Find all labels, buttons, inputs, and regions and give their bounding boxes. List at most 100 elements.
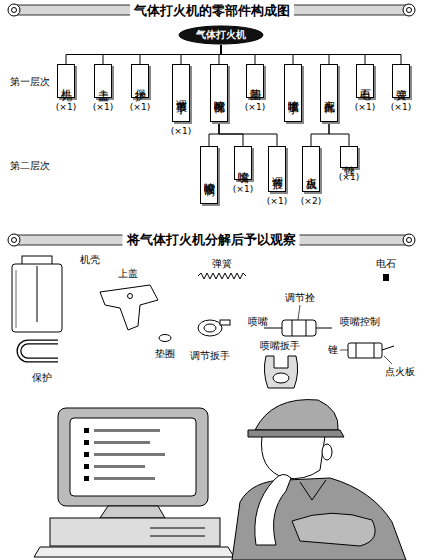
part-label: 喷嘴控制 [340,316,380,328]
oval-fill [179,26,263,44]
spring-drawing [198,273,246,279]
node-text: 保护 [133,80,147,82]
part-label: 点火板 [385,366,415,378]
man-collar [300,480,326,500]
node-text: 点火配件 [322,91,336,95]
casing-edge [16,270,17,328]
part-label: (×1) [339,172,359,182]
part-box: 点火板 [302,146,320,192]
banner-scroll [8,4,20,16]
part-box: 垫圈 [246,64,264,98]
monitor-stand [100,506,165,518]
banner-scroll [12,8,17,13]
part-label: (×1) [93,102,113,112]
leader-line [340,350,348,351]
part-label: 调节扳手 [190,350,230,362]
node-text: 上盖 [96,80,110,82]
node-text: 喷嘴控制 [202,173,216,177]
part-box: 喷嘴 [234,146,252,180]
cap-hole [128,294,133,299]
screen-bullet [84,452,89,457]
screen-bullet [84,428,89,433]
man-hand [255,474,291,545]
leader-line [384,356,392,364]
part-box: 弹簧 [392,64,410,98]
lever-tab [220,320,230,325]
part-label: 弹簧 [212,258,232,270]
part-box: 点火配件 [320,64,338,122]
part-label: 第一层次 [10,76,50,88]
cap-brim [248,430,344,437]
part-box: 保护 [131,64,149,98]
adjuster-drawing [282,320,316,336]
node-text: 垫圈 [248,80,262,82]
cap-drawing [100,285,158,330]
part-label: (×1) [56,102,76,112]
drive-slot [150,536,205,537]
node-text: 调节拴 [270,168,284,171]
keyboard [34,547,234,557]
part-box: 上盖 [94,64,112,98]
washer-drawing [159,335,171,342]
plate-drawing [382,346,394,350]
monitor [58,408,208,506]
tree-connector [181,45,221,64]
part-box: 喷嘴控制 [200,146,218,204]
nozzle-drawing [264,328,282,329]
banner-scroll [403,234,415,246]
banner-scroll [407,8,412,13]
lever-drawing [204,324,216,332]
lever-drawing [198,320,222,336]
node-text: 喷嘴扳手 [286,91,300,95]
tree-connector [219,122,277,146]
leader-line [298,305,300,320]
tree-connector [329,122,349,146]
part-label: 调节拴 [285,292,315,304]
part-label: (×1) [355,102,375,112]
part-label: (×1) [233,184,253,194]
node-text: 机壳 [59,80,73,82]
computer-case [50,518,220,546]
screen-bullet [84,464,89,469]
screen-bullet [84,440,89,445]
part-box: 调节拴 [268,146,286,192]
part-label: (×2) [301,196,321,206]
screen-line [94,453,165,456]
part-label: 锉 [328,344,338,356]
section-heading: 将气体打火机分解后予以观察 [123,233,300,248]
guard-drawing [19,342,58,360]
part-box: 锉 [340,146,358,168]
part-label: 垫圈 [155,348,175,360]
tree-connector [311,122,329,146]
node-text: 喷嘴配件 [212,91,226,95]
adjuster-ring [292,320,293,336]
tree-connector [221,45,401,64]
node-text: 点火板 [304,168,318,171]
root-oval: 气体打火机 [178,25,264,45]
part-label: 上盖 [118,268,138,280]
part-label: (×1) [130,102,150,112]
part-box: 喷嘴扳手 [284,64,302,122]
banner-scroll [12,238,17,243]
man-ear [322,444,332,460]
tree-connector [103,45,221,64]
part-label: 机壳 [80,254,100,266]
part-label: 喷嘴扳手 [260,340,300,352]
part-box: 喷嘴配件 [210,64,228,122]
tree-connector [66,45,221,64]
striker-rib [356,343,357,358]
part-label: (×1) [171,126,191,136]
screen-line [94,477,155,480]
nozzle-lever-hole [273,373,289,383]
screen-line [94,465,145,468]
man-cap [255,400,338,430]
node-text: 气体打火机 [196,28,246,42]
node-text: 锉 [342,157,356,158]
part-label: (×1) [391,102,411,112]
flint-drawing [383,274,389,281]
part-label: 电石 [376,258,396,270]
striker-drawing [348,343,382,358]
node-text: 喷嘴 [236,162,250,164]
part-label: 保护 [32,372,52,384]
nozzle-control-drawing [316,328,332,329]
